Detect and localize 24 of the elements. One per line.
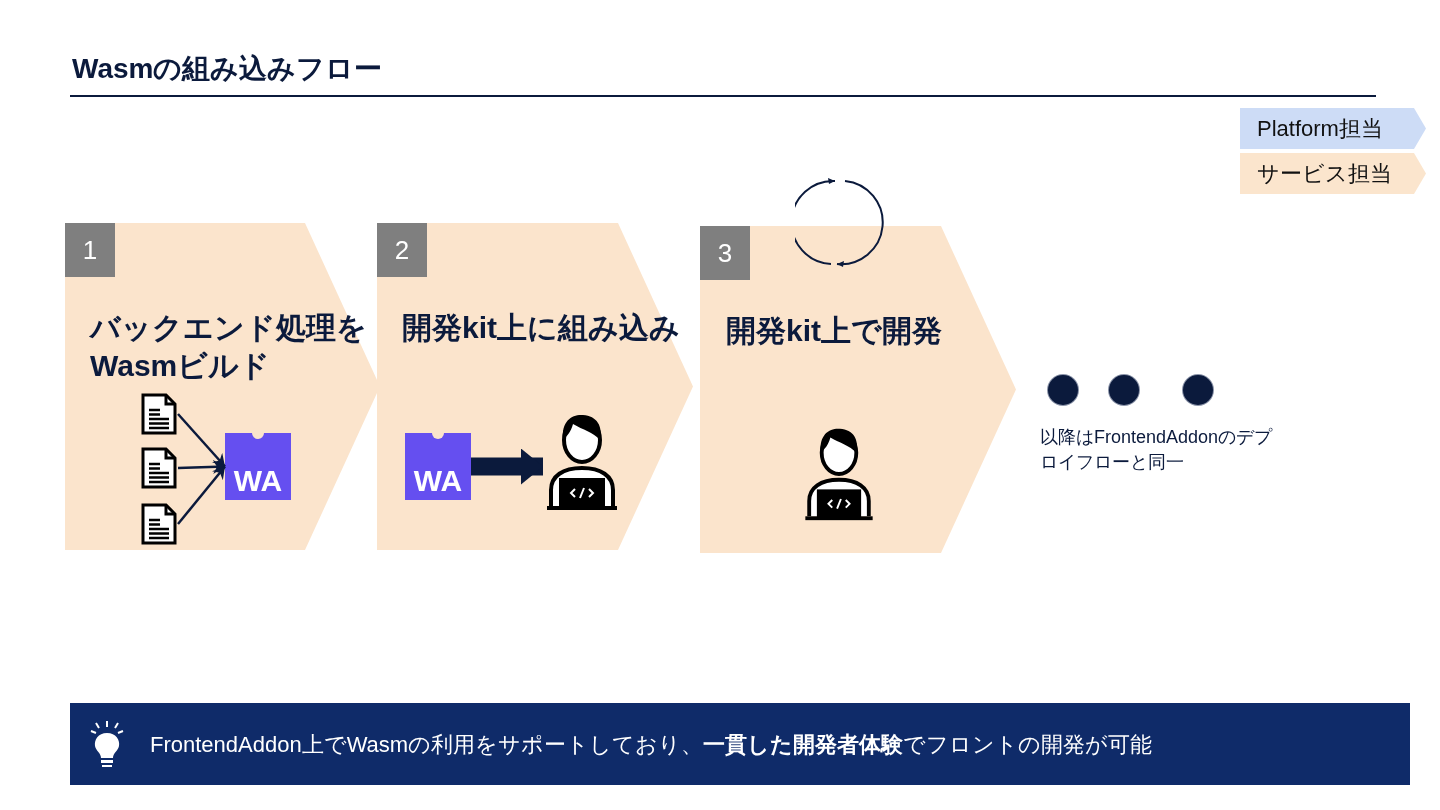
slide-title: Wasmの組み込みフロー xyxy=(72,52,383,86)
dot xyxy=(1183,375,1213,405)
note-text: 以降はFrontendAddonのデプロイフローと同一 xyxy=(1040,426,1274,474)
arrow xyxy=(177,459,226,474)
document-icon xyxy=(140,447,178,489)
document-icon xyxy=(140,393,178,435)
step-chevron xyxy=(377,223,693,550)
legend-label: Platform担当 xyxy=(1257,115,1383,143)
step-title: 開発kit上に組み込み xyxy=(402,310,680,346)
banner-text: FrontendAddon上でWasmの利用をサポートしており、一貫した開発者体験でフロントの開発が可能 xyxy=(150,731,1153,759)
step-title: バックエンド処理をWasmビルド xyxy=(90,310,368,384)
document-icon xyxy=(140,502,178,546)
dot xyxy=(1048,375,1078,405)
dot xyxy=(1109,375,1139,405)
step-chevron xyxy=(65,223,380,550)
block-arrow xyxy=(471,448,543,485)
arrow xyxy=(177,413,226,468)
step-title: 開発kit上で開発 xyxy=(726,313,942,349)
legend-label: サービス担当 xyxy=(1257,160,1392,188)
step-number-badge: 3 xyxy=(700,226,750,280)
arrow xyxy=(177,465,226,525)
step-number-badge: 1 xyxy=(65,223,115,277)
step-number-badge: 2 xyxy=(377,223,427,277)
step-chevron xyxy=(700,226,1016,553)
